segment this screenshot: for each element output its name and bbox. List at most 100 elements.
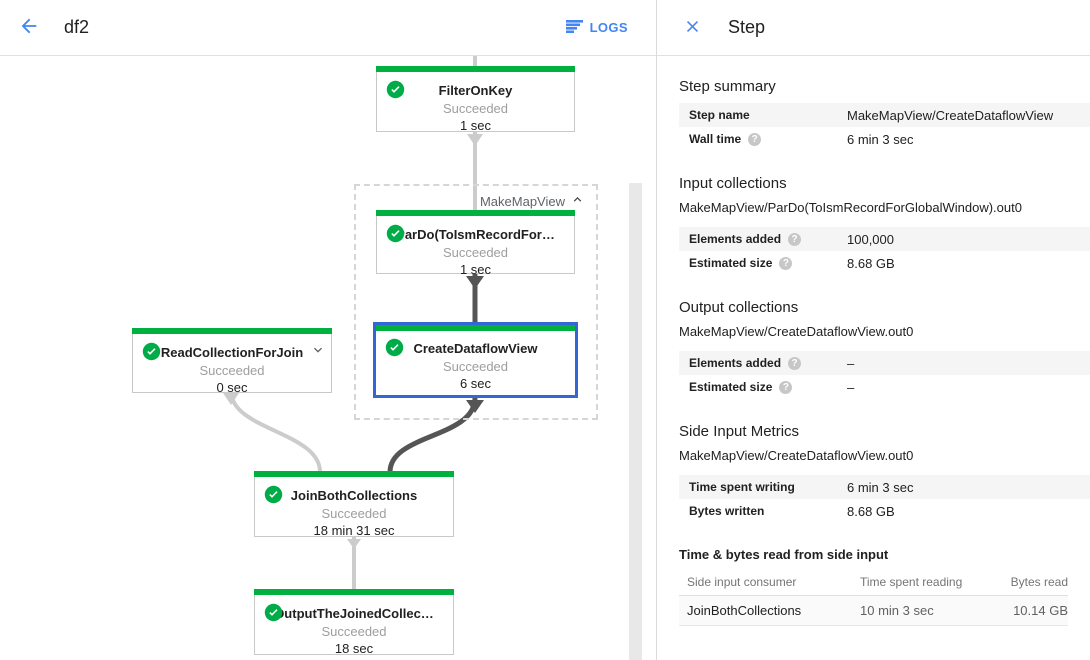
group-collapse-control[interactable]: MakeMapView [477, 192, 587, 210]
graph-node-createdataflowview[interactable]: CreateDataflowView Succeeded 6 sec [373, 322, 578, 398]
graph-node-readcollectionforjoin[interactable]: ReadCollectionForJoin Succeeded 0 sec [132, 328, 332, 395]
graph-pane: df2 LOGS [0, 0, 656, 660]
kv-row-wall-time: Wall time? 6 min 3 sec [679, 127, 1090, 151]
node-time: 0 sec [216, 380, 248, 395]
node-status: Succeeded [199, 363, 265, 378]
table-cell-consumer: JoinBothCollections [687, 603, 802, 618]
node-time: 6 sec [459, 376, 492, 391]
chevron-down-icon[interactable] [310, 342, 326, 358]
kv-row-elements-added: Elements added? – [679, 351, 1090, 375]
success-check-icon [264, 603, 283, 622]
kv-label: Estimated size? [689, 256, 847, 270]
node-status: Succeeded [321, 624, 387, 639]
success-check-icon [264, 485, 283, 504]
panel-header: Step [657, 0, 1090, 56]
section-side-input-table: Time & bytes read from side input Side i… [679, 547, 1090, 626]
kv-value: 6 min 3 sec [847, 479, 914, 495]
node-status-bar [376, 66, 575, 72]
graph-edges [223, 56, 484, 590]
section-heading: Output collections [679, 299, 799, 316]
vertical-scrollbar-thumb[interactable] [629, 183, 642, 660]
table-cell-time-reading: 10 min 3 sec [860, 603, 934, 618]
column-header: Time spent reading [860, 574, 963, 589]
back-button[interactable] [16, 15, 42, 41]
help-icon[interactable]: ? [779, 256, 793, 270]
close-button[interactable] [680, 16, 704, 40]
side-input-table: Side input consumer Time spent reading B… [679, 568, 1068, 626]
kv-value: MakeMapView/CreateDataflowView [847, 107, 1054, 123]
table-cell-bytes-read: 10.14 GB [1013, 603, 1068, 618]
node-status: Succeeded [442, 245, 509, 260]
pipeline-graph: MakeMapView FilterOnKey Succeeded 1 sec [0, 56, 656, 660]
graph-node-joinbothcollections[interactable]: JoinBothCollections Succeeded 18 min 31 … [254, 471, 454, 538]
collection-name: MakeMapView/ParDo(ToIsmRecordForGlobalWi… [679, 200, 1022, 215]
kv-row-time-spent-writing: Time spent writing 6 min 3 sec [679, 475, 1090, 499]
logs-list-icon [565, 19, 583, 36]
column-header: Side input consumer [687, 574, 797, 589]
node-title: FilterOnKey [438, 83, 513, 98]
kv-label: Elements added? [689, 356, 847, 370]
node-title: OutputTheJoinedCollec… [274, 606, 434, 621]
column-header: Bytes read [1010, 574, 1068, 589]
node-title: ReadCollectionForJoin [160, 345, 304, 360]
section-side-input-metrics: Side Input Metrics MakeMapView/CreateDat… [679, 423, 1090, 523]
kv-row-bytes-written: Bytes written 8.68 GB [679, 499, 1090, 523]
node-status-bar [254, 589, 454, 595]
node-status: Succeeded [442, 359, 509, 374]
graph-node-pardo-toismrecord[interactable]: ParDo(ToIsmRecordFor… Succeeded 1 sec [376, 210, 575, 277]
help-icon[interactable]: ? [788, 356, 802, 370]
kv-label: Time spent writing [689, 480, 795, 494]
collection-name: MakeMapView/CreateDataflowView.out0 [679, 324, 914, 339]
help-icon[interactable]: ? [779, 380, 793, 394]
section-input-collections: Input collections MakeMapView/ParDo(ToIs… [679, 175, 1090, 275]
logs-button[interactable]: LOGS [565, 19, 628, 36]
node-title: CreateDataflowView [413, 341, 538, 356]
kv-row-estimated-size: Estimated size? 8.68 GB [679, 251, 1090, 275]
kv-value: 6 min 3 sec [847, 131, 914, 147]
table-row: JoinBothCollections 10 min 3 sec 10.14 G… [679, 596, 1068, 626]
graph-header: df2 LOGS [0, 0, 656, 56]
close-icon [683, 17, 702, 39]
kv-label: Elements added? [689, 232, 847, 246]
composite-group-makemapview: MakeMapView [354, 184, 598, 420]
table-header-row: Side input consumer Time spent reading B… [679, 568, 1068, 596]
kv-row-step-name: Step name MakeMapView/CreateDataflowView [679, 103, 1090, 127]
kv-value: – [847, 355, 855, 371]
step-details-panel: Step Step summary Step name MakeMapView/… [657, 0, 1090, 660]
success-check-icon [385, 338, 404, 357]
logs-button-label: LOGS [589, 20, 628, 35]
success-check-icon [386, 80, 405, 99]
kv-value: 8.68 GB [847, 255, 895, 271]
node-status: Succeeded [442, 101, 509, 116]
kv-label: Wall time? [689, 132, 847, 146]
node-time: 18 min 31 sec [313, 523, 395, 538]
help-icon[interactable]: ? [748, 132, 762, 146]
graph-node-outputthejoinedcollection[interactable]: OutputTheJoinedCollec… Succeeded 18 sec [254, 589, 454, 656]
node-time: 1 sec [459, 118, 492, 133]
node-status: Succeeded [321, 506, 387, 521]
panel-content: Step summary Step name MakeMapView/Creat… [657, 56, 1090, 650]
kv-label: Bytes written [689, 504, 765, 518]
help-icon[interactable]: ? [788, 232, 802, 246]
panel-title: Step [728, 17, 766, 37]
node-title: JoinBothCollections [290, 488, 418, 503]
section-heading: Side Input Metrics [679, 423, 800, 440]
job-title: df2 [64, 17, 90, 37]
kv-row-estimated-size: Estimated size? – [679, 375, 1090, 399]
graph-node-filteronkey[interactable]: FilterOnKey Succeeded 1 sec [376, 66, 575, 133]
group-label-text: MakeMapView [479, 193, 565, 209]
node-time: 18 sec [334, 641, 374, 656]
pane-divider [656, 0, 657, 660]
section-heading: Input collections [679, 175, 787, 192]
node-status-bar [132, 328, 332, 334]
section-step-summary: Step summary Step name MakeMapView/Creat… [679, 78, 1090, 151]
table-heading: Time & bytes read from side input [679, 547, 889, 562]
chevron-up-icon [570, 192, 585, 210]
kv-label: Estimated size? [689, 380, 847, 394]
section-heading: Step summary [679, 78, 776, 95]
success-check-icon [386, 224, 405, 243]
kv-value: 100,000 [847, 231, 894, 247]
kv-value: 8.68 GB [847, 503, 895, 519]
arrow-left-icon [18, 15, 40, 40]
